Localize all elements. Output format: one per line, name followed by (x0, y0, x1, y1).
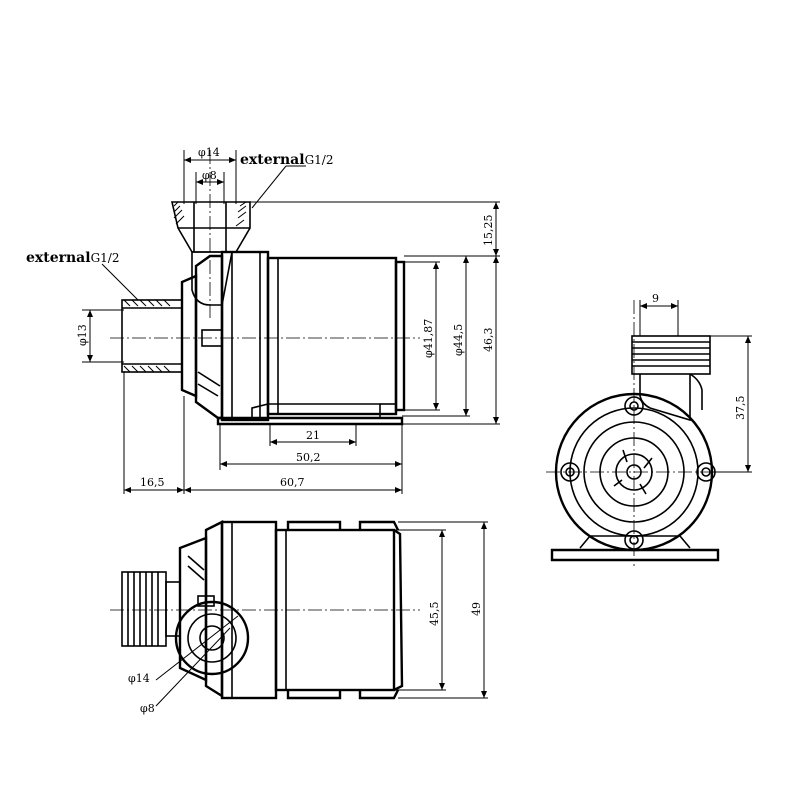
dim-bottom-outlet-outer-text: φ14 (128, 672, 150, 685)
dim-body-length: 60,7 (184, 470, 403, 494)
dim-inlet-text: φ13 (76, 324, 89, 346)
front-outlet-neck (191, 251, 233, 306)
dim-body-small: φ41,87 (404, 261, 440, 411)
dim-side-outlet-width: 9 (639, 292, 679, 336)
dim-inlet-length: 16,5 (123, 372, 185, 494)
dim-body-large-text: φ44,5 (452, 324, 465, 356)
bottom-outlet (174, 595, 250, 676)
dim-inlet-length-text: 16,5 (140, 476, 165, 489)
side-base (550, 535, 720, 562)
dim-base-text: 50,2 (296, 451, 321, 464)
dim-body-large: φ44,5 (402, 255, 470, 417)
dim-base-small: 21 (269, 424, 357, 446)
dim-bottom-height-inner-text: 45,5 (428, 602, 441, 627)
front-housing (180, 250, 270, 422)
dim-inlet: φ13 (76, 309, 124, 363)
dim-body-height: 46,3 (402, 256, 500, 425)
dim-body-length-text: 60,7 (280, 476, 305, 489)
dim-body-height-text: 46,3 (482, 328, 495, 353)
front-outlet-thread (170, 201, 251, 253)
label-external-left: externalG1/2 (26, 250, 139, 301)
dim-bottom-outlet-inner-text: φ8 (140, 702, 155, 715)
dim-bottom-height-outer: 49 (398, 521, 488, 699)
bottom-view: φ14 φ8 45,5 49 (110, 520, 488, 715)
dim-side-outlet-width-text: 9 (652, 292, 659, 305)
dim-outlet-height: 15,25 (250, 201, 500, 257)
dim-base: 50,2 (219, 424, 403, 470)
label-external-top-text: externalG1/2 (240, 152, 333, 168)
dim-outlet-inner: φ8 (195, 169, 225, 204)
side-outlet-thread (631, 335, 711, 422)
dim-bottom-outlet: φ14 φ8 (128, 615, 239, 715)
dim-bottom-height-inner: 45,5 (394, 529, 446, 691)
dim-outlet-outer-text: φ14 (198, 146, 220, 159)
dim-base-small-text: 21 (306, 429, 320, 442)
dim-body-small-text: φ41,87 (422, 319, 435, 358)
dim-outlet-inner-text: φ8 (202, 169, 217, 182)
dim-outlet-outer: φ14 (183, 146, 237, 204)
front-inlet-thread (121, 299, 183, 373)
side-view: 9 37,5 (546, 292, 752, 566)
dim-bottom-height-outer-text: 49 (470, 602, 483, 616)
label-external-top: externalG1/2 (240, 152, 333, 209)
dim-side-outlet-height: 37,5 (710, 335, 752, 473)
dim-outlet-height-text: 15,25 (482, 215, 495, 247)
dim-side-outlet-height-text: 37,5 (734, 396, 747, 421)
label-external-left-text: externalG1/2 (26, 250, 119, 266)
front-view: φ14 φ8 externalG1/2 externalG1/2 (26, 146, 500, 494)
bottom-inlet-thread (121, 571, 181, 647)
front-motor-body (266, 256, 406, 416)
